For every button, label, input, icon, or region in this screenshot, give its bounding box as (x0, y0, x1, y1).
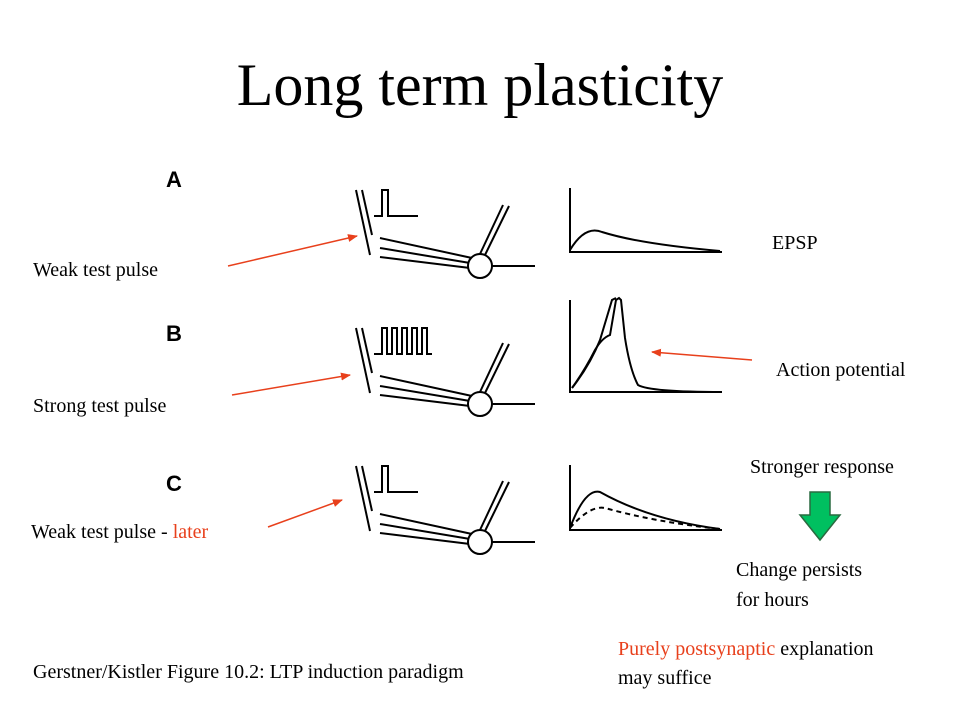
slide-title: Long term plasticity (236, 52, 724, 118)
action-potential-arrow (651, 348, 753, 361)
recording-electrode-icon (479, 204, 510, 256)
weak-test-pulse-later-label: Weak test pulse - later (31, 520, 208, 544)
later-highlight: later (172, 521, 209, 543)
stronger-response-label: Stronger response (750, 456, 894, 478)
stimulus-trace (374, 327, 432, 355)
weak-pulse-arrow (227, 234, 358, 267)
strong-test-pulse-label: Strong test pulse (33, 395, 167, 417)
response-epsp-a (569, 188, 722, 253)
setup-a (355, 189, 535, 279)
axon-bundle (379, 237, 473, 269)
weak-later-arrow (267, 499, 343, 528)
axon-bundle (379, 513, 473, 545)
potentiated-epsp-trace (569, 490, 721, 530)
axon-bundle (379, 375, 473, 407)
explanation-rest: explanation (775, 638, 874, 660)
setup-b (355, 327, 535, 417)
baseline-epsp-trace (569, 506, 721, 530)
neuron-icon (467, 391, 493, 417)
pointer-arrows (227, 234, 753, 528)
weak-test-pulse-label: Weak test pulse (33, 259, 159, 281)
panel-letter-c: C (166, 471, 182, 496)
panel-letter-b: B (166, 321, 182, 346)
recording-electrode-icon (479, 342, 510, 394)
axes (569, 465, 722, 531)
explanation-line1: Purely postsynaptic explanation (618, 637, 874, 661)
weak-test-pulse-later-text: Weak test pulse - (31, 521, 173, 543)
epsp-trace (569, 229, 721, 252)
axes (569, 300, 722, 393)
setup-c (355, 465, 535, 555)
recording-electrode-icon (479, 480, 510, 532)
stimulus-electrode-icon (355, 189, 373, 256)
action-potential-trace (571, 296, 723, 393)
change-persists-line2: for hours (736, 589, 809, 611)
stimulus-electrode-icon (355, 465, 373, 532)
strong-pulse-arrow (231, 372, 351, 396)
figure-caption: Gerstner/Kistler Figure 10.2: LTP induct… (33, 661, 464, 683)
action-potential-label: Action potential (776, 359, 906, 381)
neuron-icon (467, 253, 493, 279)
stimulus-trace (374, 465, 418, 493)
response-action-potential-b (569, 296, 723, 393)
panel-letter-a: A (166, 167, 182, 192)
change-persists-line1: Change persists (736, 559, 863, 581)
explanation-highlight: Purely postsynaptic (618, 638, 776, 660)
explanation-line2: may suffice (618, 667, 712, 689)
epsp-label: EPSP (772, 232, 818, 254)
action-potential-inner-trace (571, 297, 617, 389)
stimulus-electrode-icon (355, 327, 373, 394)
neuron-icon (467, 529, 493, 555)
down-arrow-icon (798, 491, 842, 542)
axes (569, 188, 722, 253)
response-epsp-c (569, 465, 722, 531)
stimulus-trace (374, 189, 418, 217)
